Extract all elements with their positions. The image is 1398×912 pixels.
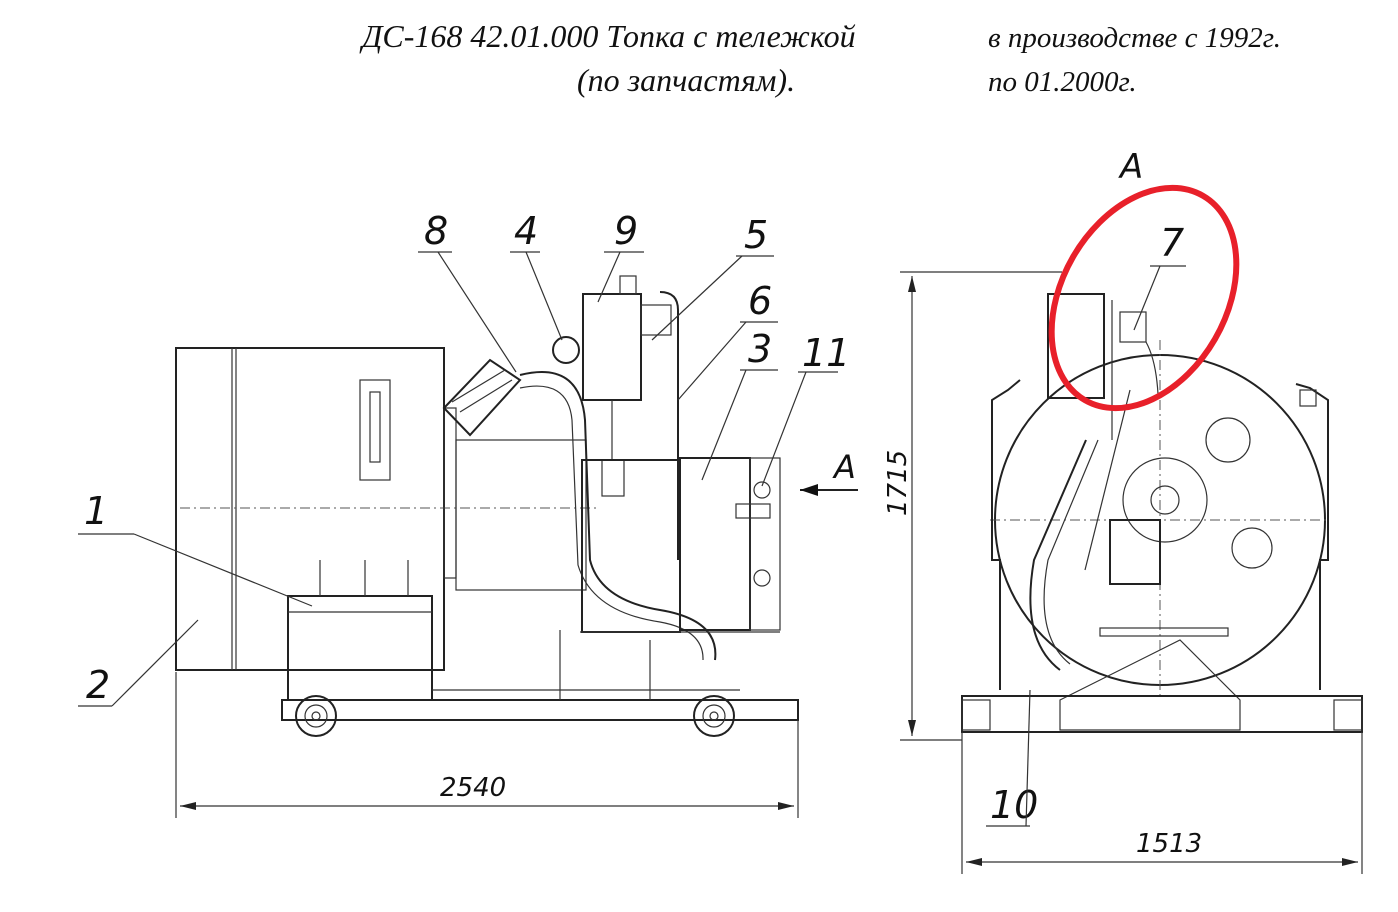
end-view-tank — [1047, 293, 1105, 399]
view-arrow-label: A — [832, 448, 856, 486]
svg-text:2: 2 — [86, 663, 110, 707]
svg-text:11: 11 — [802, 331, 850, 375]
callout-8: 8 — [418, 209, 517, 373]
burner-assembly — [442, 358, 522, 437]
dimension-length: 2540 — [440, 773, 506, 803]
svg-text:6: 6 — [748, 279, 772, 323]
callout-2: 2 — [78, 619, 199, 707]
end-view: A 1715 — [883, 147, 1363, 874]
svg-text:3: 3 — [748, 327, 772, 371]
furnace-body — [175, 347, 445, 671]
highlight-ellipse — [1048, 184, 1240, 412]
svg-text:8: 8 — [424, 209, 448, 253]
trolley-wheel-rear — [295, 695, 337, 737]
dimension-width: 1513 — [1136, 829, 1202, 859]
svg-text:1: 1 — [84, 489, 108, 533]
svg-text:9: 9 — [614, 209, 638, 253]
production-end: по 01.2000г. — [988, 66, 1137, 98]
drawing-title: ДС-168 42.01.000 Топка с тележкой — [362, 18, 856, 54]
callout-1: 1 — [78, 489, 313, 607]
valve-ring — [552, 336, 580, 364]
callout-6: 6 — [677, 279, 778, 401]
callout-7: 7 — [1133, 221, 1186, 331]
callout-11: 11 — [761, 331, 850, 487]
end-view-label: A — [1118, 147, 1143, 187]
callout-10: 10 — [986, 689, 1038, 827]
svg-text:4: 4 — [514, 209, 538, 253]
callout-9: 9 — [597, 209, 644, 303]
production-start: в производстве с 1992г. — [988, 22, 1281, 54]
end-view-base — [961, 695, 1363, 733]
svg-text:10: 10 — [990, 783, 1038, 827]
svg-text:7: 7 — [1160, 221, 1184, 265]
drawing-subtitle: (по запчастям). — [577, 62, 796, 98]
title-block: ДС-168 42.01.000 Топка с тележкой (по за… — [330, 14, 1380, 104]
callout-5: 5 — [651, 213, 774, 341]
fan-housing — [581, 459, 681, 633]
svg-text:5: 5 — [744, 213, 768, 257]
callout-3: 3 — [701, 327, 778, 481]
fuel-tank — [582, 275, 672, 497]
trolley-wheel-front — [693, 695, 735, 737]
callout-4: 4 — [510, 209, 563, 341]
side-view: 2540 A 1 2 8 4 9 — [78, 209, 858, 818]
trolley-frame — [281, 699, 799, 721]
dimension-height: 1715 — [883, 450, 913, 516]
